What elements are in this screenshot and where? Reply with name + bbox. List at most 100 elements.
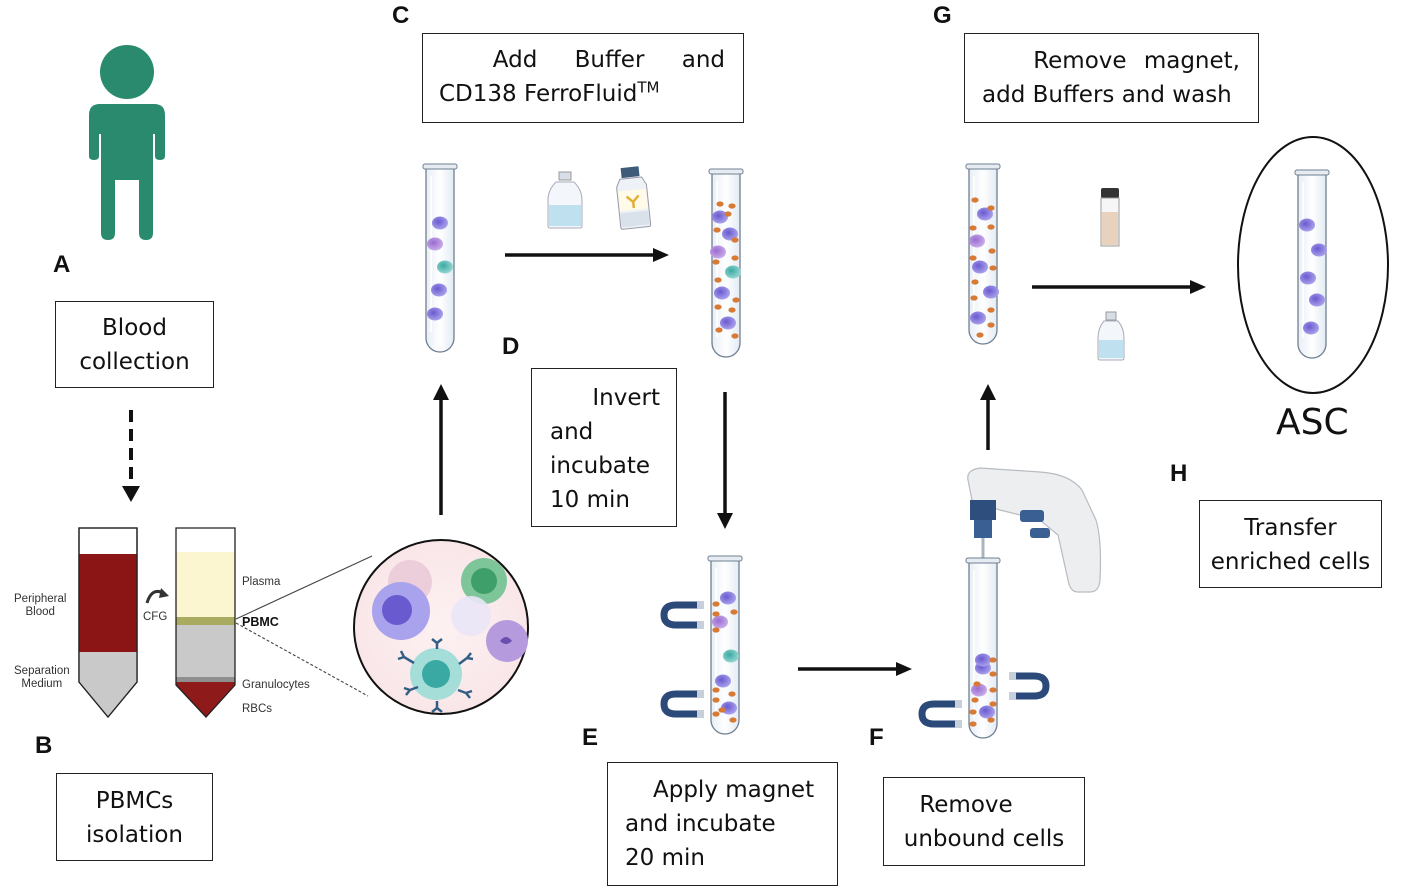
arrow-right-icon bbox=[505, 248, 669, 262]
trademark-sup: TM bbox=[637, 78, 660, 97]
step-text: Remove magnet, bbox=[1033, 48, 1240, 74]
step-text: isolation bbox=[86, 822, 183, 848]
magnet-icon bbox=[660, 601, 704, 718]
ferrofluid-bead-icon bbox=[989, 701, 997, 707]
cell-icon bbox=[1311, 243, 1327, 257]
arrow-up-icon bbox=[980, 384, 996, 450]
ferrofluid-bead-icon bbox=[989, 687, 997, 693]
cell-icon bbox=[977, 207, 993, 221]
ferrofluid-bead-icon bbox=[987, 307, 995, 313]
cell-icon bbox=[720, 591, 736, 605]
cell-icon bbox=[725, 265, 741, 279]
ferrofluid-bead-icon bbox=[969, 225, 977, 231]
step-box-remove-unbound: Remove unbound cells bbox=[883, 777, 1085, 866]
label-plasma: Plasma bbox=[242, 576, 281, 588]
ferrofluid-bead-icon bbox=[976, 332, 984, 338]
ferrofluid-bead-icon bbox=[971, 197, 979, 203]
ferrofluid-bead-icon bbox=[732, 297, 740, 303]
ferrofluid-bead-icon bbox=[987, 322, 995, 328]
cell-icon bbox=[1299, 218, 1315, 232]
step-text: collection bbox=[79, 349, 190, 375]
step-box-apply-magnet: Apply magnet and incubate 20 min bbox=[607, 762, 838, 886]
panel-letter-g: G bbox=[933, 2, 952, 29]
ferrofluid-bead-icon bbox=[712, 697, 720, 703]
cell-icon bbox=[969, 234, 985, 248]
panel-letter-f: F bbox=[869, 724, 884, 751]
tube-c-labeled-icon bbox=[708, 168, 744, 358]
step-text: Apply magnet bbox=[653, 777, 815, 803]
ferrofluid-bead-icon bbox=[712, 711, 720, 717]
step-text: enriched cells bbox=[1210, 549, 1371, 575]
asc-label: ASC bbox=[1276, 402, 1349, 443]
ferrofluid-bead-icon bbox=[731, 237, 739, 243]
step-box-invert-incubate: Invert and incubate 10 min bbox=[531, 368, 677, 527]
tube-asc-icon bbox=[1294, 169, 1330, 359]
zoom-lines bbox=[235, 555, 373, 697]
label-text: Blood bbox=[25, 606, 55, 618]
label-granulocytes: Granulocytes bbox=[242, 679, 310, 691]
cell-icon bbox=[723, 649, 739, 663]
panel-letter-b: B bbox=[35, 732, 53, 759]
label-peripheral-blood: Peripheral Blood bbox=[14, 593, 66, 619]
cell-icon bbox=[710, 245, 726, 259]
step-box-transfer-cells: Transfer enriched cells bbox=[1199, 500, 1382, 588]
ferrofluid-bead-icon bbox=[712, 627, 720, 633]
ferrofluid-bead-icon bbox=[989, 265, 997, 271]
ferrofluid-bead-icon bbox=[731, 255, 739, 261]
label-text: Separation bbox=[14, 665, 70, 677]
step-text: Blood bbox=[102, 315, 167, 341]
cell-icon bbox=[983, 285, 999, 299]
magnet-icon bbox=[918, 672, 1050, 728]
ferrofluid-bead-icon bbox=[716, 201, 724, 207]
ferrofluid-bead-icon bbox=[728, 691, 736, 697]
ferrofluid-bead-icon bbox=[971, 279, 979, 285]
step-box-add-buffer: Add Buffer and CD138 FerroFluidTM bbox=[422, 33, 744, 123]
step-text: PBMCs bbox=[95, 788, 174, 814]
buffer-vial-icon bbox=[1097, 311, 1125, 361]
arrow-down-icon bbox=[717, 392, 733, 529]
cell-icon bbox=[975, 653, 991, 667]
cell-icon bbox=[715, 674, 731, 688]
cell-icon bbox=[722, 227, 738, 241]
ferrofluid-bead-icon bbox=[728, 307, 736, 313]
step-box-blood-collection: Blood collection bbox=[55, 301, 214, 388]
step-text: 20 min bbox=[625, 845, 705, 871]
step-text-main: CD138 FerroFluid bbox=[439, 81, 638, 107]
cell-icon bbox=[712, 210, 728, 224]
ferrofluid-bead-icon bbox=[729, 717, 737, 723]
step-text: Invert bbox=[592, 385, 660, 411]
ferrofluid-bead-icon bbox=[973, 681, 981, 687]
tube-g-icon bbox=[965, 163, 1001, 345]
cell-icon bbox=[714, 286, 730, 300]
label-rbcs: RBCs bbox=[242, 703, 273, 715]
step-text: Transfer bbox=[1244, 515, 1337, 541]
cell-icon bbox=[720, 316, 736, 330]
wash-buffer-vial-icon bbox=[1100, 188, 1120, 247]
ferrofluid-vial-icon bbox=[616, 166, 652, 230]
ferrofluid-bead-icon bbox=[969, 721, 977, 727]
pipette-icon bbox=[967, 467, 1102, 593]
ferrofluid-bead-icon bbox=[713, 227, 721, 233]
ferrofluid-bead-icon bbox=[715, 327, 723, 333]
pbmc-magnified-circle bbox=[353, 539, 529, 715]
cell-icon bbox=[1300, 271, 1316, 285]
ferrofluid-bead-icon bbox=[969, 709, 977, 715]
cell-icon bbox=[970, 311, 986, 325]
label-separation-medium: Separation Medium bbox=[14, 665, 70, 691]
cell-icon bbox=[427, 237, 443, 251]
asc-ellipse bbox=[1237, 136, 1389, 394]
label-cfg: CFG bbox=[143, 611, 168, 623]
ferrofluid-bead-icon bbox=[724, 211, 732, 217]
label-text: Peripheral bbox=[14, 593, 67, 605]
ferrofluid-bead-icon bbox=[987, 205, 995, 211]
cell-icon bbox=[972, 260, 988, 274]
ferrofluid-bead-icon bbox=[712, 259, 720, 265]
step-text: incubate bbox=[550, 453, 651, 479]
ferrofluid-bead-icon bbox=[714, 304, 722, 310]
tube-f-icon bbox=[965, 557, 1001, 739]
person-icon bbox=[89, 45, 165, 240]
cell-icon bbox=[979, 705, 995, 719]
panel-letter-c: C bbox=[392, 2, 410, 29]
step-text: and incubate bbox=[625, 811, 776, 837]
